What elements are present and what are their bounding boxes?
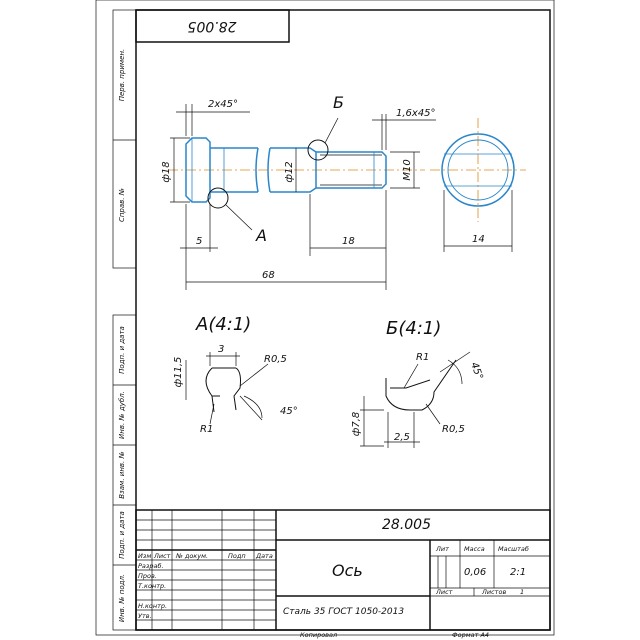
detail-a-marker-circle bbox=[207, 187, 229, 209]
col-izm: Изм bbox=[138, 552, 151, 560]
copied-label: Копировал bbox=[300, 631, 337, 639]
strip-label-dubl: Инв. № дубл. bbox=[118, 391, 126, 439]
row-nkontr: Н.контр. bbox=[138, 602, 167, 610]
scale-value: 2:1 bbox=[510, 567, 526, 578]
detail-a-radius-small: R1 bbox=[200, 424, 213, 435]
row-prov: Пров. bbox=[138, 572, 157, 580]
detail-a: А(4:1) 3 ф11,5 R0,5 R1 45° bbox=[173, 314, 298, 435]
strip-label-vzam: Взам. инв. № bbox=[118, 451, 126, 499]
dim-end-width: 14 bbox=[472, 234, 485, 245]
dim-chamfer-right: 1,6x45° bbox=[396, 108, 436, 119]
strip-label-podp1: Подп. и дата bbox=[118, 326, 126, 374]
label-masshtab: Масштаб bbox=[498, 545, 529, 553]
rotated-drawing-number: 28.005 bbox=[187, 18, 236, 34]
strip-label-podl: Инв. № подл. bbox=[118, 574, 126, 622]
strip-label-sprav: Справ. № bbox=[118, 188, 126, 222]
detail-b-diameter: ф7,8 bbox=[351, 412, 362, 436]
col-data: Дата bbox=[255, 552, 273, 560]
detail-b-radius-small: R1 bbox=[416, 352, 429, 363]
side-strip: Перв. примен. Справ. № Подп. и дата Инв.… bbox=[112, 9, 137, 631]
detail-a-angle: 45° bbox=[280, 406, 298, 417]
dim-len-thread: 18 bbox=[342, 236, 355, 247]
col-dokum: № докум. bbox=[175, 552, 208, 560]
detail-a-radius-big: R0,5 bbox=[264, 354, 287, 365]
mass-value: 0,06 bbox=[464, 567, 486, 578]
end-view: 14 bbox=[430, 118, 526, 252]
dim-len-head: 5 bbox=[196, 236, 202, 247]
detail-b-marker-label: Б bbox=[333, 93, 344, 112]
detail-b-width: 2,5 bbox=[394, 432, 410, 443]
dim-dia-head: ф18 bbox=[161, 161, 172, 182]
col-podp: Подп bbox=[228, 552, 246, 560]
detail-b-angle: 45° bbox=[468, 361, 484, 381]
dim-dia-shaft: ф12 bbox=[284, 161, 295, 182]
detail-b-marker-circle bbox=[307, 139, 329, 161]
detail-a-title: А(4:1) bbox=[195, 314, 251, 335]
main-view: А Б 2x45° 1,6x45° ф18 ф12 М10 5 18 bbox=[161, 93, 436, 290]
row-tkontr: Т.контр. bbox=[138, 582, 166, 590]
format-label: Формат А4 bbox=[452, 631, 489, 639]
detail-b-title: Б(4:1) bbox=[386, 318, 441, 339]
row-utv: Утв. bbox=[138, 612, 152, 620]
label-sheets: Листов bbox=[481, 588, 506, 596]
outer-border bbox=[95, 0, 555, 636]
drawing-number: 28.005 bbox=[382, 517, 431, 533]
detail-b: Б(4:1) ф7,8 2,5 R1 R0,5 45° bbox=[351, 318, 485, 448]
detail-b-radius-big: R0,5 bbox=[442, 424, 465, 435]
strip-label-perv: Перв. примен. bbox=[118, 49, 126, 102]
row-razrab: Разраб. bbox=[138, 562, 164, 570]
dim-thread: М10 bbox=[402, 159, 413, 180]
label-sheet: Лист bbox=[435, 588, 453, 596]
label-massa: Масса bbox=[464, 545, 485, 553]
dim-chamfer-left: 2x45° bbox=[208, 99, 238, 110]
material: Сталь 35 ГОСТ 1050-2013 bbox=[283, 607, 404, 617]
col-list: Лист bbox=[153, 552, 171, 560]
detail-a-diameter: ф11,5 bbox=[173, 357, 184, 388]
dim-len-total: 68 bbox=[262, 270, 275, 281]
detail-a-marker-label: А bbox=[255, 226, 267, 245]
label-lit: Лит bbox=[435, 545, 449, 553]
strip-label-podp2: Подп. и дата bbox=[118, 511, 126, 559]
part-name: Ось bbox=[332, 561, 363, 580]
title-block: Изм Лист № докум. Подп Дата Разраб. Пров… bbox=[135, 509, 551, 631]
detail-a-width: 3 bbox=[218, 344, 224, 355]
sheets-value: 1 bbox=[520, 588, 524, 596]
